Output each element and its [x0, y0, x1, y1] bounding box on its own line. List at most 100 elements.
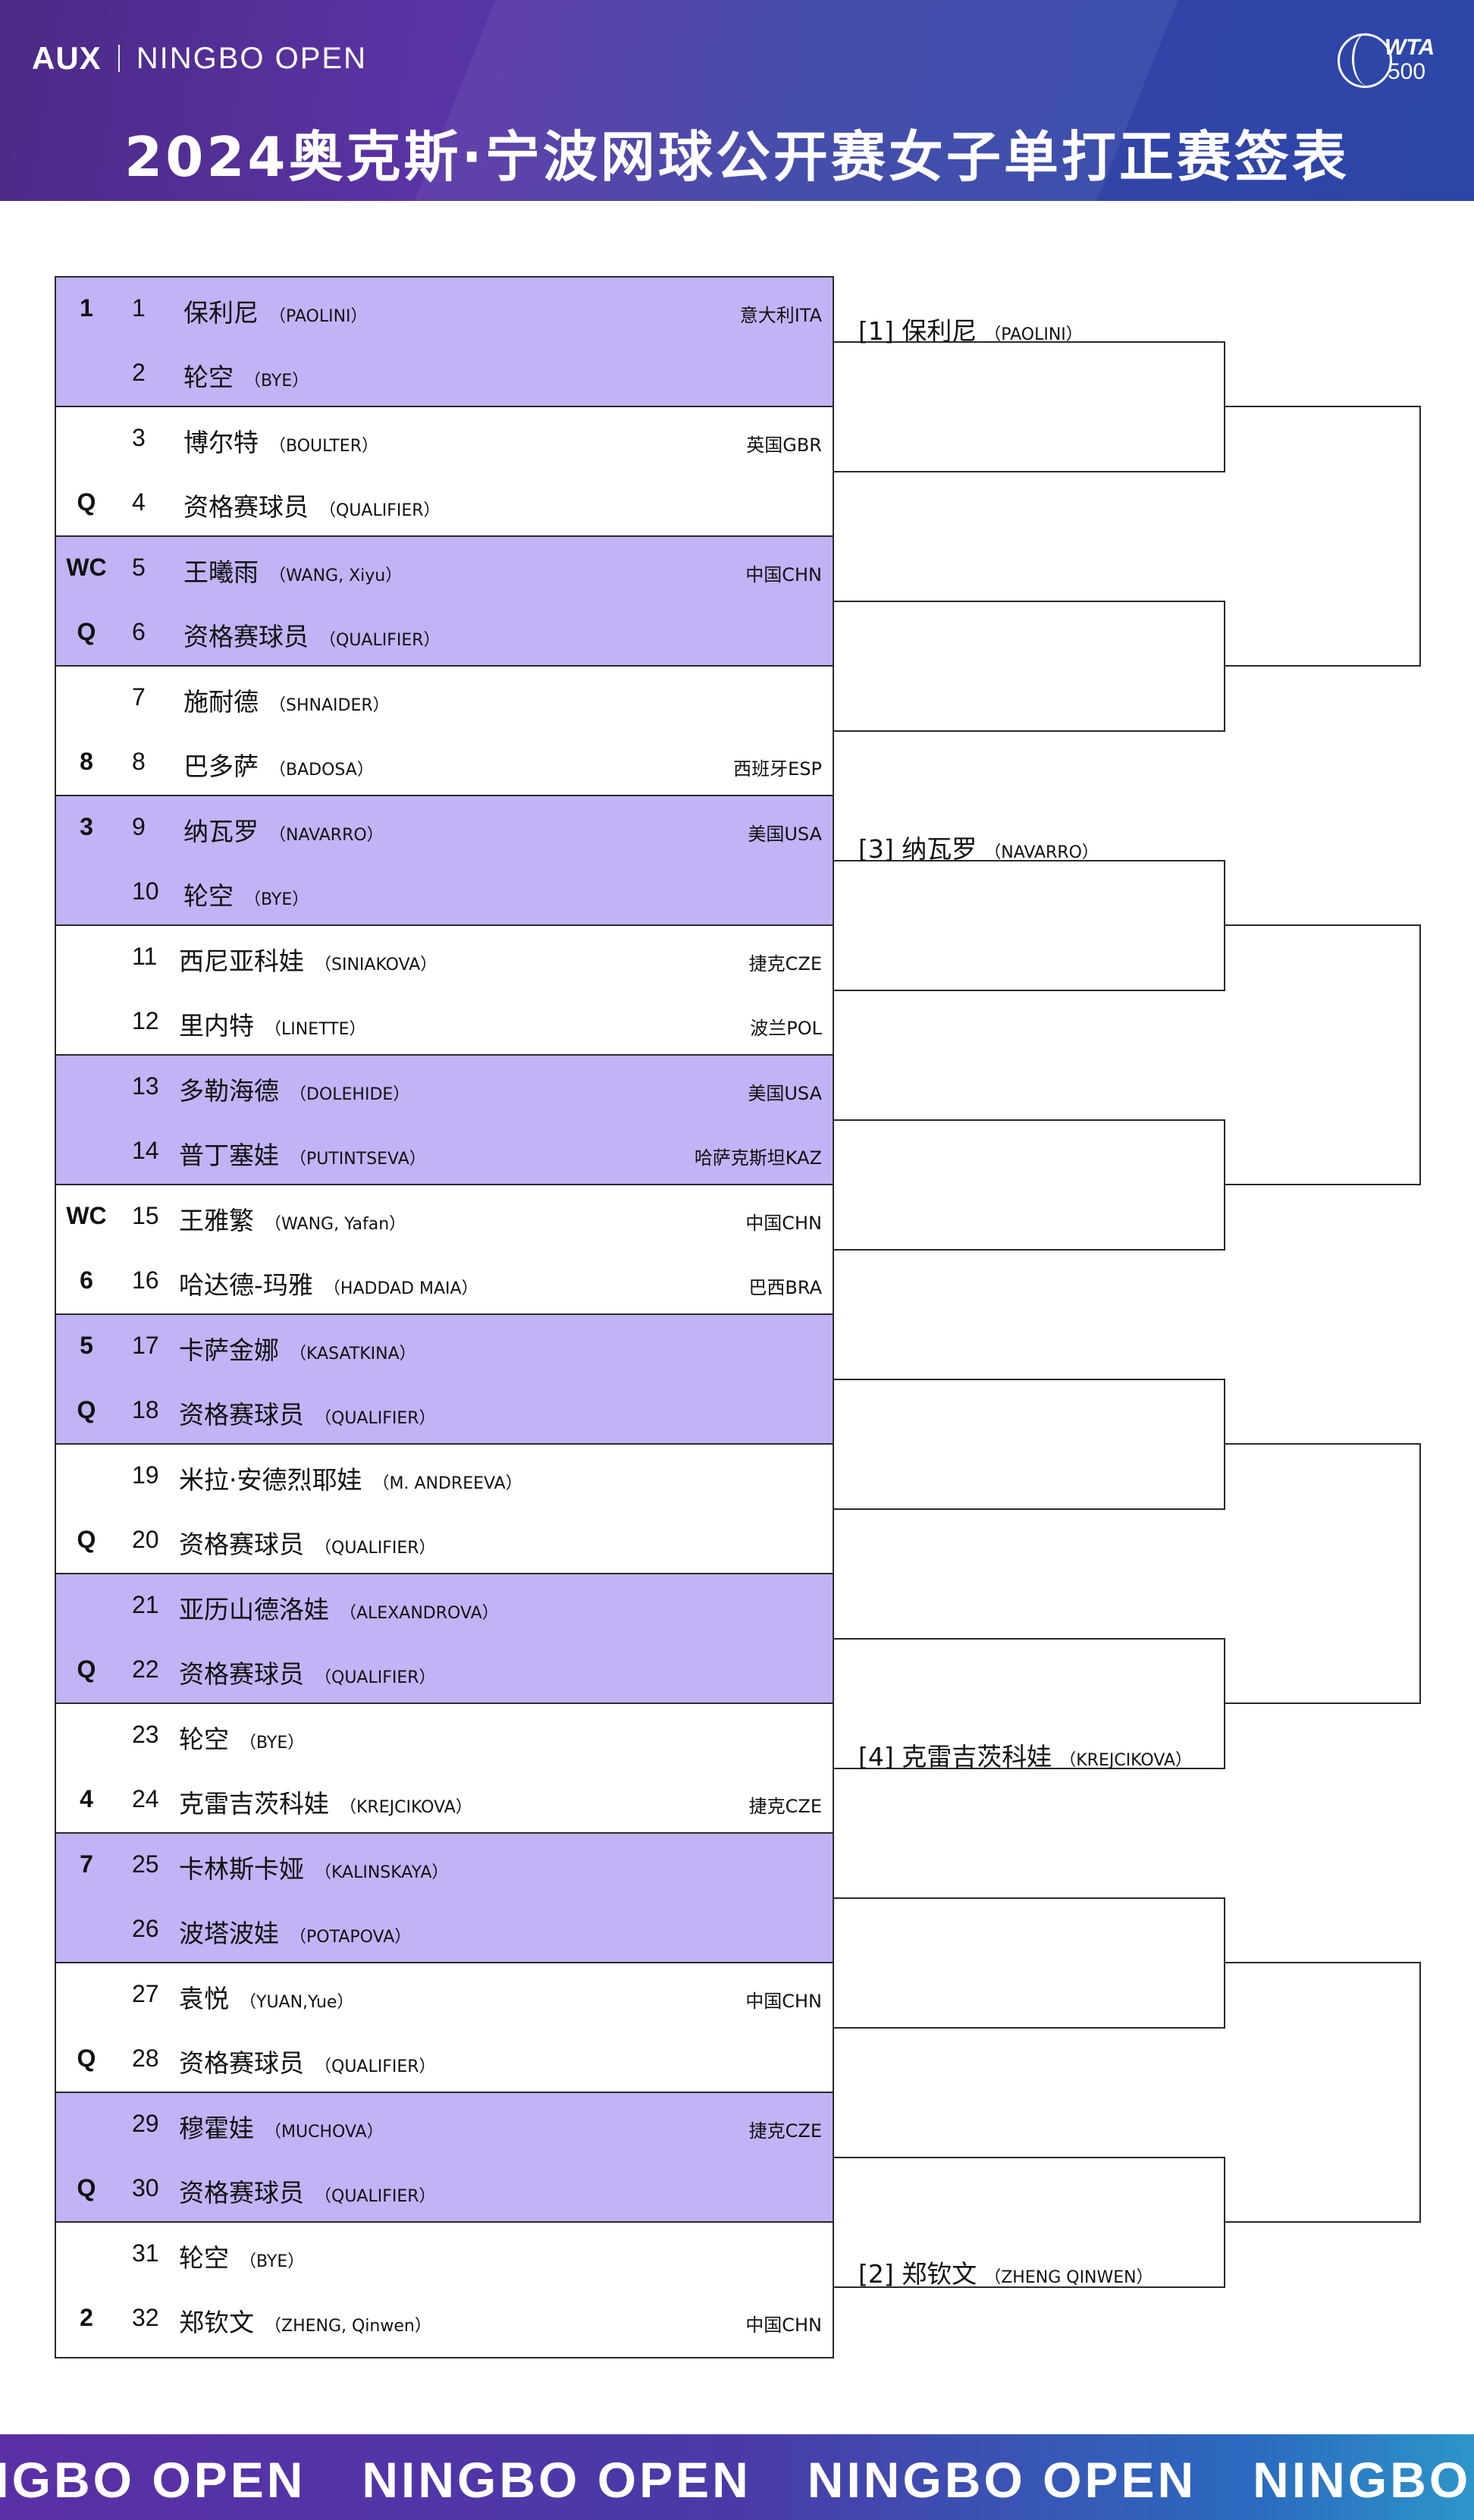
- draw-position: 20: [132, 1526, 159, 1553]
- bracket-line: [834, 1248, 1224, 1251]
- draw-position: 26: [132, 1915, 159, 1942]
- wta-500-logo: WTA 500: [1338, 30, 1444, 91]
- player-name-cn: 西尼亚科娃: [179, 946, 304, 976]
- brand-divider: [118, 45, 120, 72]
- player-name-en: （BYE）: [244, 372, 309, 391]
- player-name-cn: 普丁塞娃: [179, 1141, 279, 1170]
- draw-position: 27: [132, 1980, 159, 2007]
- bracket-line: [834, 1119, 1224, 1121]
- draw-position: 19: [132, 1461, 159, 1489]
- seed-label: Q: [77, 488, 96, 516]
- seed-label: 8: [80, 748, 93, 775]
- draw-position: 12: [132, 1007, 159, 1034]
- wta-text: WTA: [1385, 35, 1435, 60]
- player-name: 轮空（BYE）: [183, 357, 309, 394]
- draw-position: 13: [132, 1072, 159, 1100]
- seed-label: WC: [66, 554, 107, 581]
- player-name: 轮空（BYE）: [179, 1719, 304, 1756]
- winner-name-en: （PAOLINI）: [984, 325, 1083, 344]
- seed-label: Q: [77, 618, 96, 645]
- player-name: 纳瓦罗（NAVARRO）: [183, 811, 384, 848]
- player-country: 捷克CZE: [748, 2120, 822, 2142]
- player-country: 英国GBR: [746, 435, 822, 456]
- draw-position: 14: [132, 1137, 159, 1164]
- player-name-cn: 轮空: [179, 2243, 229, 2273]
- draw-position: 11: [132, 943, 158, 970]
- draw-position: 3: [132, 424, 146, 451]
- player-name: 卡林斯卡娅（KALINSKAYA）: [179, 1849, 448, 1885]
- player-name-en: （BYE）: [240, 2252, 305, 2271]
- player-name-en: （SHNAIDER）: [269, 696, 390, 715]
- draw-position: 17: [132, 1332, 159, 1359]
- footer-band-text: NINGBO OPEN: [0, 2452, 306, 2508]
- bracket-line: [834, 1508, 1224, 1510]
- player-name: 里内特（LINETTE）: [179, 1006, 366, 1042]
- winner-name-cn: [4] 克雷吉茨科娃: [858, 1742, 1052, 1772]
- player-country: 捷克CZE: [748, 1796, 822, 1817]
- header-banner: AUX NINGBO OPEN WTA 500 2024奥克斯·宁波网球公开赛女…: [0, 0, 1474, 201]
- draw-position: 4: [132, 488, 146, 516]
- bracket-line: [834, 2156, 1224, 2158]
- player-name: 巴多萨（BADOSA）: [183, 746, 374, 783]
- player-name-en: （WANG, Yafan）: [265, 1215, 406, 1234]
- player-name: 袁悦（YUAN,Yue）: [179, 1979, 353, 2015]
- player-name-en: （HADDAD MAIA）: [323, 1279, 478, 1298]
- player-name-en: （QUALIFIER）: [315, 1539, 436, 1558]
- brand-logo: AUX NINGBO OPEN: [32, 38, 367, 79]
- page-title: 2024奥克斯·宁波网球公开赛女子单打正赛签表: [124, 125, 1350, 189]
- seed-label: Q: [77, 1655, 96, 1683]
- seed-label: 4: [80, 1785, 93, 1812]
- player-name: 资格赛球员（QUALIFIER）: [183, 617, 441, 653]
- bracket-line: [1224, 665, 1419, 667]
- player-name-cn: 米拉·安德烈耶娃: [179, 1465, 362, 1495]
- draw-position: 16: [132, 1266, 159, 1294]
- player-name-cn: 资格赛球员: [179, 1400, 304, 1429]
- projected-winner: [1] 保利尼（PAOLINI）: [858, 311, 1083, 347]
- bracket-line: [1224, 924, 1419, 926]
- brand-aux: AUX: [32, 40, 102, 76]
- player-name-cn: 施耐德: [183, 687, 259, 717]
- player-country: 中国CHN: [745, 1213, 822, 1234]
- player-name-en: （ALEXANDROVA）: [340, 1604, 499, 1623]
- player-name-cn: 穆霍娃: [179, 2114, 254, 2143]
- bracket-line: [834, 1378, 1224, 1380]
- bracket-line: [1224, 1897, 1225, 2029]
- seed-label: 6: [80, 1266, 93, 1294]
- player-name-en: （BADOSA）: [269, 761, 374, 780]
- player-name: 资格赛球员（QUALIFIER）: [179, 1395, 436, 1431]
- bracket-line: [1224, 1443, 1419, 1445]
- player-name-en: （ZHENG, Qinwen）: [265, 2317, 431, 2336]
- seed-label: 1: [80, 294, 93, 322]
- player-name-en: （KALINSKAYA）: [315, 1863, 449, 1882]
- bracket-line: [1224, 2156, 1225, 2288]
- draw-position: 32: [132, 2304, 159, 2331]
- player-name-en: （QUALIFIER）: [319, 501, 441, 520]
- player-name-en: （M. ANDREEVA）: [372, 1474, 522, 1493]
- draw-position: 28: [132, 2045, 159, 2072]
- draw-position: 23: [132, 1721, 159, 1748]
- player-name: 穆霍娃（MUCHOVA）: [179, 2108, 384, 2145]
- player-name-en: （POTAPOVA）: [290, 1928, 412, 1947]
- seed-label: WC: [66, 1202, 107, 1229]
- wta-tier-text: 500: [1388, 59, 1426, 84]
- player-country: 西班牙ESP: [733, 758, 822, 780]
- draw-position: 10: [132, 877, 159, 905]
- footer-band-text: NINGBO OPEN: [1253, 2452, 1474, 2508]
